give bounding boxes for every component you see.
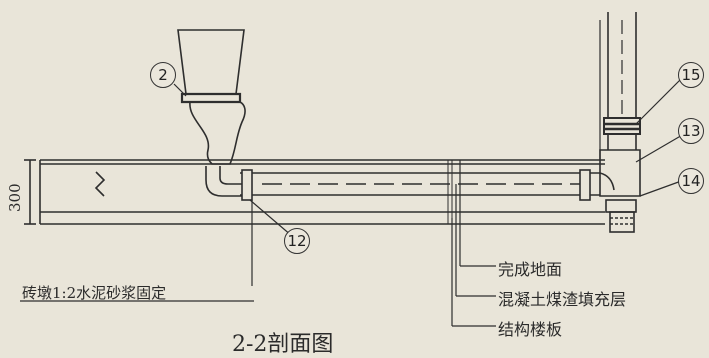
callout-15: 15 (678, 62, 704, 88)
note-left: 砖墩1:2水泥砂浆固定 (22, 284, 167, 302)
layer-finish-floor: 完成地面 (498, 260, 563, 279)
callout-14: 14 (678, 168, 704, 194)
toilet-bowl (189, 101, 246, 165)
layer-slab: 结构楼板 (498, 320, 563, 339)
toilet-tank (177, 29, 245, 95)
callout-12: 12 (284, 228, 310, 254)
drawing-title: 2-2剖面图 (232, 332, 334, 357)
break-mark (94, 171, 106, 197)
layer-fill: 混凝土煤渣填充层 (498, 290, 627, 309)
trap (205, 166, 242, 197)
callout-13: 13 (678, 118, 704, 144)
callout-2: 2 (150, 62, 176, 88)
dimension-label: 300 (6, 183, 24, 212)
